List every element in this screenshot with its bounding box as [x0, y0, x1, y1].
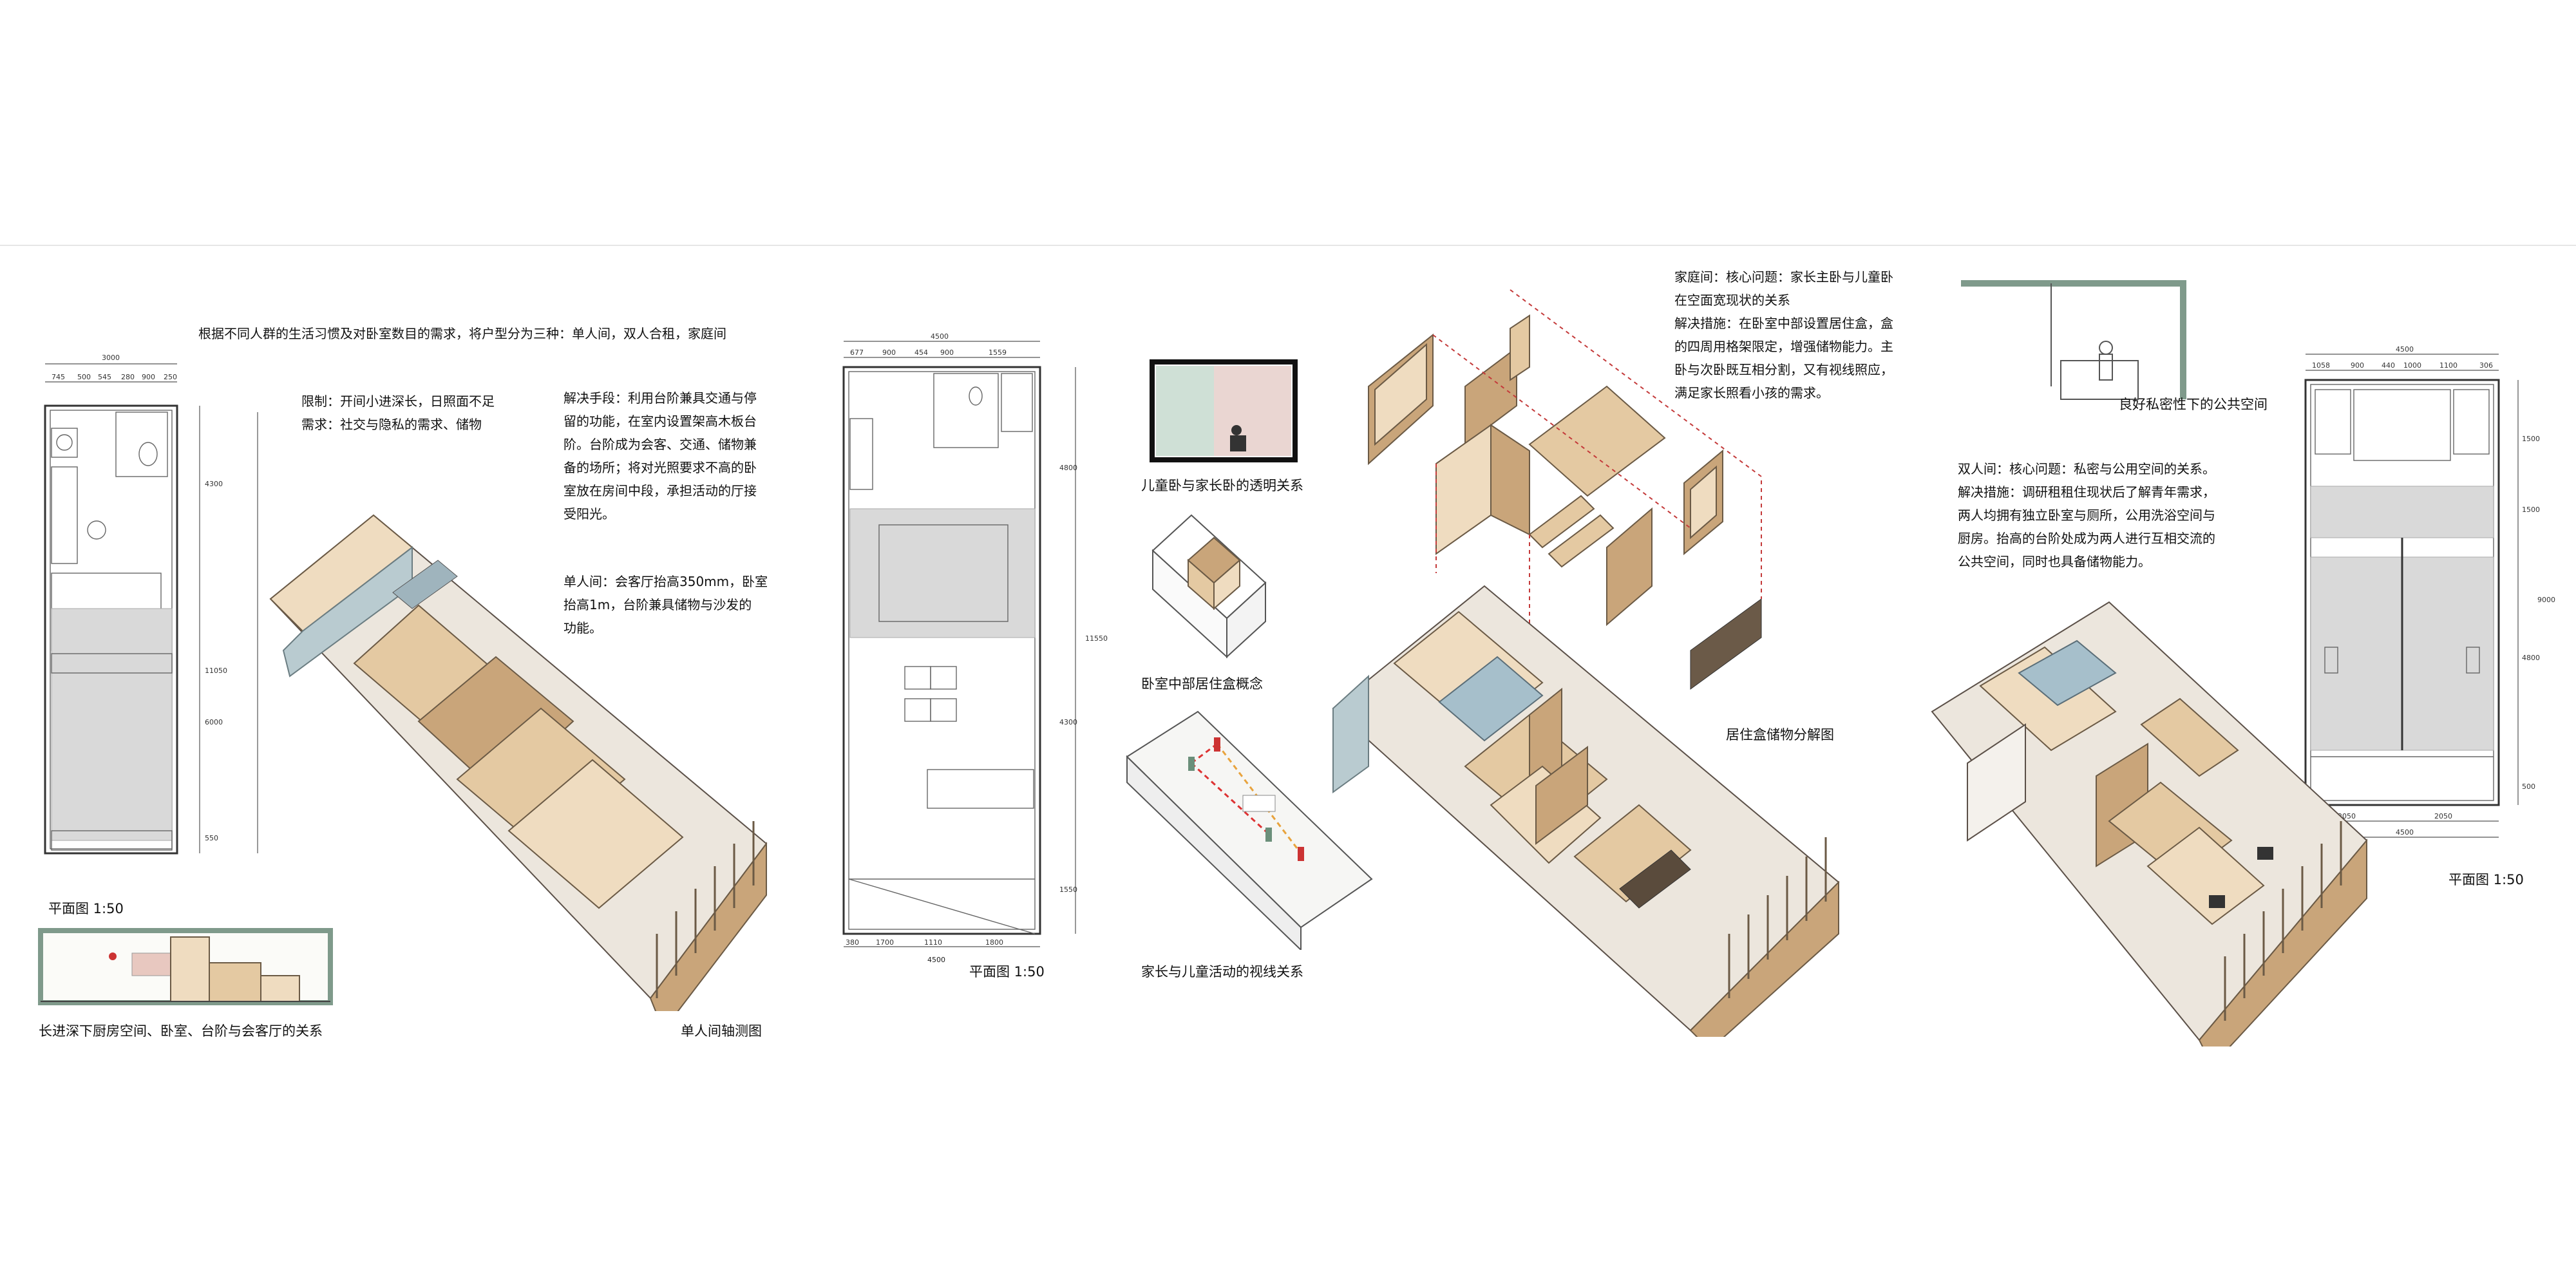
single-section-caption: 长进深下厨房空间、卧室、台阶与会客厅的关系: [39, 1023, 323, 1039]
family-room-axonometric: [1332, 585, 1840, 1037]
dim-label: 4800: [2522, 654, 2540, 662]
dim-label: 2050: [2434, 812, 2452, 820]
dim-label: 4800: [1059, 464, 1077, 472]
sightline-diagram: [1126, 710, 1373, 950]
dim-label: 1058: [2312, 361, 2330, 370]
dim-label: 745: [52, 373, 65, 381]
header-text: 根据不同人群的生活习惯及对卧室数目的需求，将户型分为三种：单人间，双人合租，家庭…: [198, 326, 726, 341]
dim-label: 1550: [1059, 886, 1077, 894]
box-concept-diagram: [1151, 514, 1267, 659]
box-concept-caption: 卧室中部居住盒概念: [1141, 676, 1263, 692]
dim-label: 4300: [205, 480, 223, 488]
single-room-axonometric: [269, 514, 768, 1011]
dim-label: 1800: [985, 938, 1003, 947]
middle-plan-caption: 平面图 1:50: [969, 964, 1045, 980]
dim-label: 1000: [2403, 361, 2421, 370]
dim-label: 1700: [876, 938, 894, 947]
dim-label: 500: [77, 373, 91, 381]
single-axon-caption: 单人间轴测图: [681, 1023, 762, 1039]
public-space-section: [1961, 280, 2186, 400]
transparent-relation-caption: 儿童卧与家长卧的透明关系: [1141, 478, 1303, 493]
dim-label: 6000: [205, 718, 223, 726]
dim-label: 1559: [989, 348, 1007, 357]
single-plan-caption: 平面图 1:50: [48, 901, 124, 916]
dim-label: 500: [2522, 782, 2535, 791]
dim-label: 4500: [2396, 345, 2414, 354]
dim-label: 3000: [102, 354, 120, 362]
dim-label: 4500: [2396, 828, 2414, 837]
transparent-relation-diagram: [1150, 359, 1298, 462]
double-plan-caption: 平面图 1:50: [2448, 872, 2524, 887]
single-solution-text: 解决手段：利用台阶兼具交通与停 留的功能，在室内设置架高木板台 阶。台阶成为会客…: [564, 390, 757, 522]
single-room-section: [38, 928, 333, 1005]
dim-label: 4300: [1059, 718, 1077, 726]
middle-plan-total-width: 4500: [927, 956, 945, 964]
family-exploded-diagram: [1368, 289, 1762, 690]
double-problem-text: 双人间：核心问题：私密与公用空间的关系。 解决措施：调研租租住现状后了解青年需求…: [1958, 461, 2215, 569]
double-room-axonometric: [1931, 601, 2368, 1046]
divider-line: [0, 245, 2576, 246]
dim-label: 9000: [2537, 596, 2555, 604]
single-room-plan: 3000 745 500 545 280 900 250 4300 11050 …: [44, 354, 258, 855]
family-exploded-caption: 居住盒储物分解图: [1726, 727, 1834, 743]
dim-label: 306: [2479, 361, 2493, 370]
dim-label: 550: [205, 834, 218, 842]
single-constraints-text: 限制：开间小进深长，日照面不足 需求：社交与隐私的需求、储物: [301, 393, 495, 432]
dim-label: 900: [882, 348, 896, 357]
dim-label: 677: [850, 348, 864, 357]
dim-label: 1110: [924, 938, 942, 947]
middle-plan: 4500 677 900 454 900 1559 380 1700 1110 …: [842, 332, 1108, 947]
dim-label: 1500: [2522, 435, 2540, 443]
dim-label: 900: [940, 348, 954, 357]
dim-label: 11050: [205, 667, 227, 675]
dim-label: 4500: [931, 332, 949, 341]
public-space-caption: 良好私密性下的公共空间: [2119, 397, 2268, 412]
sightline-caption: 家长与儿童活动的视线关系: [1141, 964, 1303, 980]
double-room-plan: 4500 1058 900 440 1000 1100 306 2050 205…: [2304, 345, 2555, 838]
dim-label: 380: [846, 938, 859, 947]
dim-label: 11550: [1085, 634, 1108, 643]
family-problem-text: 家庭间：核心问题：家长主卧与儿童卧 在空面宽现状的关系 解决措施：在卧室中部设置…: [1674, 269, 1893, 401]
dim-label: 454: [914, 348, 928, 357]
dim-label: 1500: [2522, 506, 2540, 514]
dim-label: 280: [121, 373, 135, 381]
dim-label: 440: [2382, 361, 2395, 370]
dim-label: 900: [2351, 361, 2364, 370]
single-plan-dimension-top: 3000 745 500 545 280 900 250: [45, 354, 177, 383]
dim-label: 250: [164, 373, 177, 381]
single-detail-text: 单人间：会客厅抬高350mm，卧室 抬高1m，台阶兼具储物与沙发的 功能。: [564, 574, 768, 636]
dim-label: 1100: [2439, 361, 2458, 370]
dim-label: 900: [142, 373, 155, 381]
dim-label: 545: [98, 373, 111, 381]
